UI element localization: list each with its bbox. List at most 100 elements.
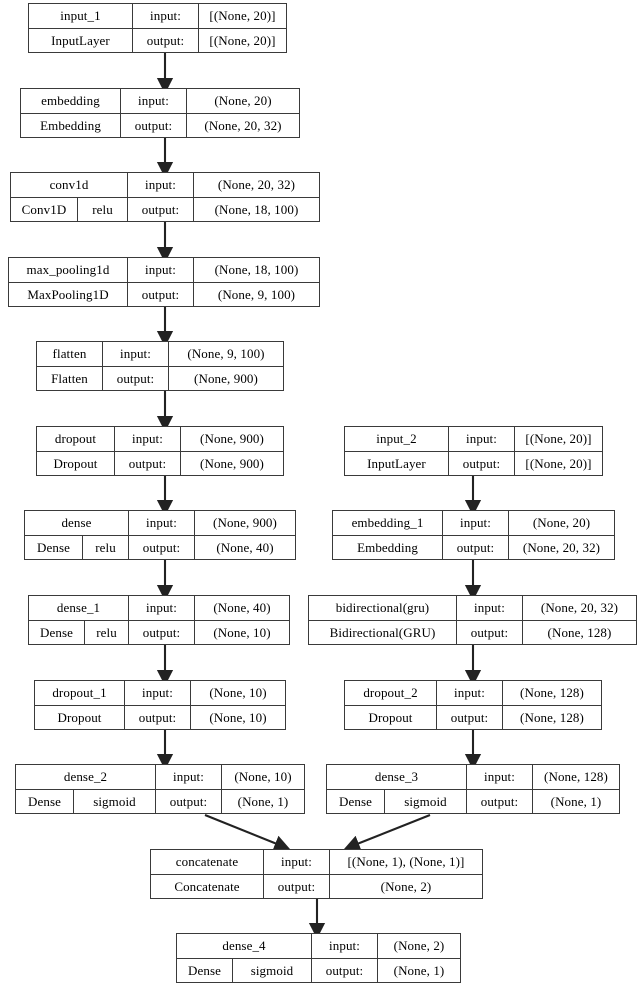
node-dense_4-name: dense_4 xyxy=(177,934,312,958)
node-flatten-input-label: input: xyxy=(103,342,169,366)
node-dropout_2[interactable]: dropout_2 input: (None, 128) Dropout out… xyxy=(344,680,602,730)
node-dense_3[interactable]: dense_3 input: (None, 128) Dense sigmoid… xyxy=(326,764,620,814)
node-bidirectional[interactable]: bidirectional(gru) input: (None, 20, 32)… xyxy=(308,595,637,645)
node-embedding-name: embedding xyxy=(21,89,121,113)
node-embedding-output-shape: (None, 20, 32) xyxy=(204,117,282,133)
node-input_2-input-label: input: xyxy=(449,427,515,451)
node-dense_1-output-label: output: xyxy=(129,620,195,644)
node-concatenate-output-label: output: xyxy=(264,874,330,898)
node-conv1d-input-shape: (None, 20, 32) xyxy=(217,177,296,193)
node-dropout_1-name: dropout_1 xyxy=(35,681,125,705)
node-dropout_1-output-label: output: xyxy=(125,705,191,729)
node-embedding[interactable]: embedding input: (None, 20) Embedding ou… xyxy=(20,88,300,138)
node-max_pooling1d-name: max_pooling1d xyxy=(9,258,128,282)
node-dense_2-input-shape: (None, 10) xyxy=(234,769,292,785)
node-flatten-output-label: output: xyxy=(103,366,169,390)
node-input_2-output-label: output: xyxy=(449,451,515,475)
node-dropout_2-output-label: output: xyxy=(437,705,503,729)
node-input_1-input-shape: [(None, 20)] xyxy=(209,8,276,24)
node-max_pooling1d-input-label: input: xyxy=(128,258,194,282)
node-embedding_1-name: embedding_1 xyxy=(333,511,443,535)
node-flatten-input-shape: (None, 9, 100) xyxy=(187,346,265,362)
node-dropout[interactable]: dropout input: (None, 900) Dropout outpu… xyxy=(36,426,284,476)
node-dropout_2-input-label: input: xyxy=(437,681,503,705)
node-conv1d-output-label: output: xyxy=(128,197,194,221)
node-dense_4-output-shape: (None, 1) xyxy=(393,962,445,978)
node-dense-type: Dense xyxy=(25,535,83,559)
node-max_pooling1d[interactable]: max_pooling1d input: (None, 18, 100) Max… xyxy=(8,257,320,307)
node-flatten-output-shape: (None, 900) xyxy=(194,370,258,386)
node-dropout-input-shape: (None, 900) xyxy=(200,431,264,447)
node-input_1[interactable]: input_1 input: [(None, 20)] InputLayer o… xyxy=(28,3,287,53)
node-embedding_1[interactable]: embedding_1 input: (None, 20) Embedding … xyxy=(332,510,615,560)
node-input_1-output-shape: [(None, 20)] xyxy=(209,32,276,48)
node-dropout-output-label: output: xyxy=(115,451,181,475)
node-flatten[interactable]: flatten input: (None, 9, 100) Flatten ou… xyxy=(36,341,284,391)
node-dropout_1[interactable]: dropout_1 input: (None, 10) Dropout outp… xyxy=(34,680,286,730)
node-dropout_2-name: dropout_2 xyxy=(345,681,437,705)
node-dense[interactable]: dense input: (None, 900) Dense relu outp… xyxy=(24,510,296,560)
node-dropout_1-input-label: input: xyxy=(125,681,191,705)
node-embedding-type: Embedding xyxy=(21,113,121,137)
node-dropout_2-input-shape: (None, 128) xyxy=(520,685,584,701)
node-dense_2-output-shape: (None, 1) xyxy=(237,793,289,809)
node-bidirectional-output-label: output: xyxy=(457,620,523,644)
node-concatenate-input-shape: [(None, 1), (None, 1)] xyxy=(347,854,465,870)
node-bidirectional-type: Bidirectional(GRU) xyxy=(309,620,457,644)
node-dense_3-type: Dense xyxy=(327,789,385,813)
node-embedding-output-label: output: xyxy=(121,113,187,137)
node-input_1-output-label: output: xyxy=(133,28,199,52)
node-input_2-type: InputLayer xyxy=(345,451,449,475)
node-dense_4[interactable]: dense_4 input: (None, 2) Dense sigmoid o… xyxy=(176,933,461,983)
node-bidirectional-output-shape: (None, 128) xyxy=(547,624,612,640)
node-dense_3-output-label: output: xyxy=(467,789,533,813)
node-dense_2[interactable]: dense_2 input: (None, 10) Dense sigmoid … xyxy=(15,764,305,814)
node-conv1d-type: Conv1D xyxy=(11,197,78,221)
node-dense_1[interactable]: dense_1 input: (None, 40) Dense relu out… xyxy=(28,595,290,645)
node-embedding-input-shape: (None, 20) xyxy=(214,93,272,109)
node-concatenate[interactable]: concatenate input: [(None, 1), (None, 1)… xyxy=(150,849,483,899)
node-dense_4-type: Dense xyxy=(177,958,233,982)
node-conv1d[interactable]: conv1d input: (None, 20, 32) Conv1D relu… xyxy=(10,172,320,222)
node-dense_3-input-label: input: xyxy=(467,765,533,789)
node-dense-input-shape: (None, 900) xyxy=(213,515,277,531)
node-dropout_2-output-shape: (None, 128) xyxy=(520,709,584,725)
node-dense_1-type: Dense xyxy=(29,620,85,644)
node-bidirectional-input-label: input: xyxy=(457,596,523,620)
node-max_pooling1d-type: MaxPooling1D xyxy=(9,282,128,306)
node-conv1d-activation: relu xyxy=(78,197,128,221)
node-bidirectional-name: bidirectional(gru) xyxy=(309,596,457,620)
node-conv1d-output-shape: (None, 18, 100) xyxy=(214,201,299,217)
node-dense_3-input-shape: (None, 128) xyxy=(544,769,608,785)
node-embedding_1-input-shape: (None, 20) xyxy=(532,515,591,531)
node-dense_2-input-label: input: xyxy=(156,765,222,789)
node-dense_3-name: dense_3 xyxy=(327,765,467,789)
node-bidirectional-input-shape: (None, 20, 32) xyxy=(540,600,619,616)
node-dense_4-output-label: output: xyxy=(312,958,378,982)
node-dropout-input-label: input: xyxy=(115,427,181,451)
node-input_1-type: InputLayer xyxy=(29,28,133,52)
node-dense_2-name: dense_2 xyxy=(16,765,156,789)
edge-dense_2-concatenate xyxy=(204,814,291,851)
node-max_pooling1d-output-shape: (None, 9, 100) xyxy=(217,286,296,302)
node-dense_3-activation: sigmoid xyxy=(385,789,467,813)
node-input_2-output-shape: [(None, 20)] xyxy=(525,455,592,471)
node-dense_2-output-label: output: xyxy=(156,789,222,813)
node-embedding_1-type: Embedding xyxy=(333,535,443,559)
node-dropout_1-output-shape: (None, 10) xyxy=(209,709,267,725)
node-dense-output-shape: (None, 40) xyxy=(216,539,274,555)
node-dense-activation: relu xyxy=(83,535,129,559)
node-max_pooling1d-input-shape: (None, 18, 100) xyxy=(214,262,299,278)
node-input_2[interactable]: input_2 input: [(None, 20)] InputLayer o… xyxy=(344,426,603,476)
node-dropout_1-input-shape: (None, 10) xyxy=(209,685,267,701)
node-conv1d-name: conv1d xyxy=(11,173,128,197)
node-conv1d-input-label: input: xyxy=(128,173,194,197)
node-dropout-name: dropout xyxy=(37,427,115,451)
node-dropout-output-shape: (None, 900) xyxy=(200,455,264,471)
node-dense_1-output-shape: (None, 10) xyxy=(213,624,271,640)
node-dense-input-label: input: xyxy=(129,511,195,535)
node-dense_1-input-label: input: xyxy=(129,596,195,620)
node-concatenate-type: Concatenate xyxy=(151,874,264,898)
